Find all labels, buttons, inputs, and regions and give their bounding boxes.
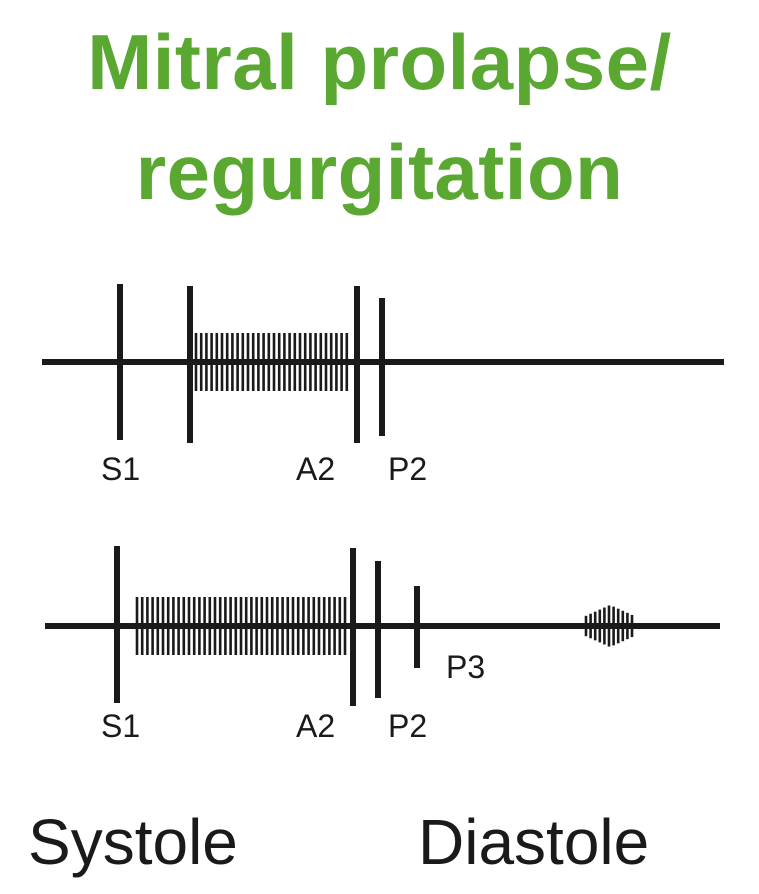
bottom-p2-label: P2 bbox=[388, 708, 427, 744]
top-holosystolic-murmur bbox=[194, 333, 349, 391]
title-line-1: Mitral prolapse/ bbox=[87, 18, 672, 106]
bottom-a2-label: A2 bbox=[296, 708, 335, 744]
diastole-label: Diastole bbox=[418, 806, 650, 878]
bottom-panel: S1 A2 P2 P3 bbox=[45, 546, 720, 744]
top-a2-label: A2 bbox=[296, 451, 335, 487]
bottom-s1-label: S1 bbox=[101, 708, 140, 744]
bottom-p3-label: P3 bbox=[446, 649, 485, 685]
top-p2-label: P2 bbox=[388, 451, 427, 487]
bottom-holosystolic-murmur bbox=[135, 597, 347, 655]
top-s1-label: S1 bbox=[101, 451, 140, 487]
diastolic-rumble bbox=[584, 605, 634, 647]
title-line-2: regurgitation bbox=[135, 128, 624, 216]
top-panel: S1 A2 P2 bbox=[42, 284, 724, 487]
systole-label: Systole bbox=[28, 806, 238, 878]
